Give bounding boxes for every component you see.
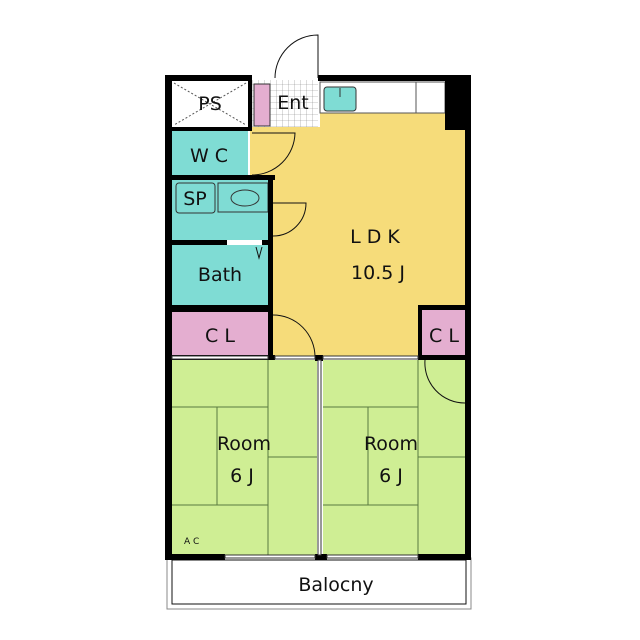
closet-left-label: C L — [205, 325, 235, 347]
washbasin-icon — [230, 189, 260, 207]
room2-label: Room — [364, 433, 418, 455]
wc-label: W C — [190, 145, 228, 167]
shoe-closet — [253, 83, 271, 127]
tatami-lines — [172, 360, 465, 555]
entrance-label: Ent — [277, 92, 309, 114]
ac-label: A C — [184, 537, 199, 547]
washbasin-counter — [217, 182, 269, 213]
room1-size: 6 J — [230, 465, 254, 487]
wc-door — [251, 132, 296, 176]
ps-cross — [173, 82, 247, 126]
ldk-floor — [250, 113, 465, 357]
washroom-door — [272, 202, 307, 237]
closet-door — [272, 314, 316, 358]
bath-door-mark — [255, 246, 263, 260]
kitchen-sink-icon — [323, 86, 357, 112]
sp-box — [175, 182, 216, 214]
ldk-label: L D K — [350, 226, 400, 248]
room1-label: Room — [217, 433, 271, 455]
ldk-size: 10.5 J — [351, 262, 405, 284]
ps-label: PS — [198, 93, 222, 115]
pillar — [445, 78, 467, 130]
balcony-inner — [171, 559, 467, 605]
room2-size: 6 J — [379, 465, 403, 487]
sliding-doors — [171, 355, 419, 559]
closet-left-floor — [172, 312, 268, 355]
sp-label: SP — [183, 188, 207, 210]
closet-right-floor — [422, 310, 465, 355]
wc-floor — [172, 130, 248, 175]
doors — [251, 34, 466, 404]
bath-label: Bath — [198, 264, 242, 286]
room2-closet-door — [424, 359, 466, 404]
closet-right-label: C L — [429, 325, 459, 347]
entrance-door — [274, 34, 319, 79]
balcony-label: Balocny — [298, 574, 373, 596]
bath-floor — [172, 245, 268, 305]
